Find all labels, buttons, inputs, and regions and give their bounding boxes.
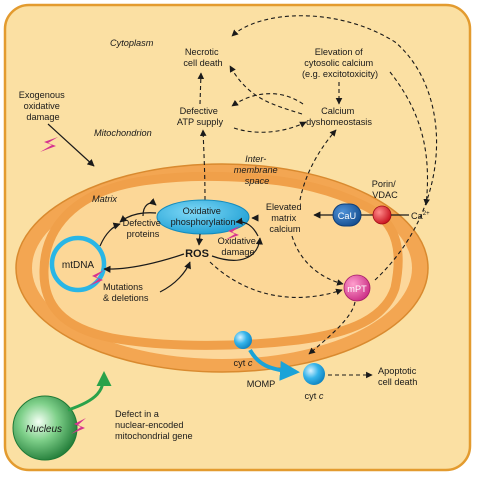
arrow-elevated-ca-to-mpt [291, 235, 344, 286]
cytc-outer-sphere [303, 363, 325, 385]
porin-vdac-channel [372, 205, 392, 225]
arrow-oxphos-to-atp [199, 129, 207, 201]
arrow-ros-to-mpt [209, 261, 343, 298]
cau-label: CaU [338, 211, 356, 221]
arrow-oxphos-to-proteins [119, 212, 157, 223]
cytc-inner-label: cyt c [234, 358, 253, 368]
arrow-mtdna-to-proteins [99, 222, 121, 247]
apoptotic-death-label: Apoptotic cell death [378, 366, 419, 387]
arrow-atp-to-necrotic [197, 72, 205, 105]
mpt-pore [343, 274, 371, 302]
exogenous-damage-arrow [47, 123, 95, 167]
arrow-ros-to-mtdna [103, 253, 185, 273]
intermembrane-space-label: Inter- membrane space [234, 154, 280, 186]
arrow-oxphos-to-ros [196, 233, 204, 246]
mtdna-ring [49, 235, 107, 293]
mpt-label: mPT [347, 284, 367, 294]
arrow-ros-to-damage [211, 237, 263, 261]
oxphos-complex [156, 199, 250, 235]
matrix-label: Matrix [92, 194, 117, 204]
cytc-outer-label: cyt c [305, 391, 324, 401]
arrow-ca-dysh-to-necrotic [229, 65, 303, 115]
necrotic-death-label: Necrotic cell death [183, 47, 222, 68]
defect-nuclear-label: Defect in a nuclear-encoded mitochondria… [115, 409, 193, 441]
defective-proteins-label: Defective proteins [123, 218, 164, 239]
mtdna-label: mtDNA [62, 260, 95, 271]
elevation-calcium-label: Elevation of cytosolic calcium (e.g. exc… [302, 47, 378, 79]
oxidative-damage-label: Oxidative damage [218, 236, 259, 257]
arrow-ca-dysh-to-atp [231, 93, 304, 107]
nucleus-to-mitochondrion-arrow [67, 371, 112, 412]
arrow-atp-to-ca-dysh [233, 121, 307, 133]
cytoplasm-label: Cytoplasm [110, 38, 154, 48]
arrow-mpt-to-necrotic [231, 15, 438, 281]
elevated-matrix-calcium-label: Elevated matrix calcium [266, 202, 304, 234]
ros-label: ROS [185, 248, 209, 260]
calcium-dyshomeostasis-label: Calcium dyshomeostasis [306, 106, 372, 127]
lightning-bolt-icon [225, 226, 240, 240]
cytc-inner-sphere [234, 331, 252, 349]
defective-atp-label: Defective ATP supply [177, 106, 224, 127]
arrow-damage-to-oxphos [235, 217, 259, 237]
mutations-label: Mutations & deletions [103, 282, 149, 303]
ca2-ion-label: Ca2+ [411, 211, 430, 221]
momp-arrow [248, 348, 300, 381]
inner-membrane [39, 171, 403, 350]
exogenous-damage-label: Exogenous oxidative damage [19, 90, 68, 122]
oxphos-label: Oxidative phosphorylation [171, 206, 236, 227]
porin-vdac-label: Porin/ VDAC [372, 179, 399, 200]
arrow-elevation-to-ca2 [389, 71, 430, 206]
arrow-mutations-to-mtdna [159, 261, 191, 293]
mitochondrion-label: Mitochondrion [94, 128, 152, 138]
nucleus [12, 395, 78, 461]
arrow-elevated-ca-to-ca-dysh [299, 129, 337, 201]
nucleus-label: Nucleus [26, 424, 62, 435]
arrow-mpt-to-cytc [308, 301, 356, 355]
momp-label: MOMP [247, 379, 276, 389]
